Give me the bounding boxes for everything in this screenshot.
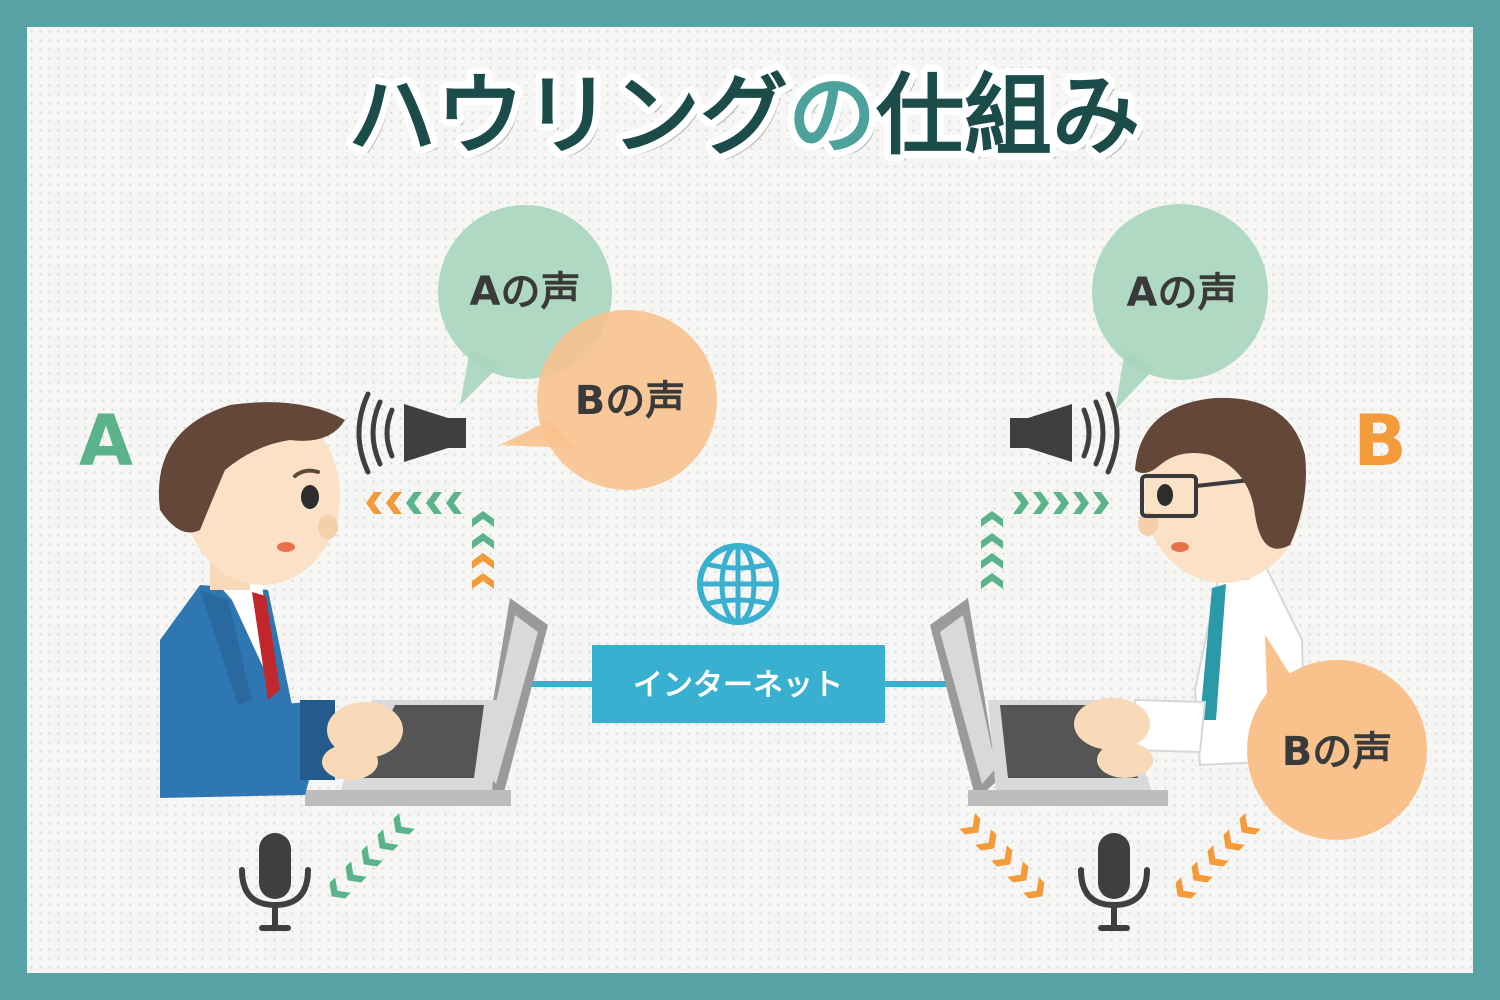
arrow-chevron-bottom-right-b [1175, 877, 1197, 899]
arrow-chevron-right-row [1093, 492, 1109, 514]
svg-text:ハウリングの仕組み: ハウリングの仕組み [354, 70, 1146, 173]
arrow-chevron-bottom-right-b [1223, 829, 1245, 851]
svg-text:Aの声: Aの声 [1127, 270, 1238, 316]
arrow-chevron-bottom-left [393, 813, 415, 835]
arrow-chevron-left-row [426, 492, 442, 514]
arrow-chevron-left-column [472, 533, 494, 549]
svg-text:Bの声: Bの声 [1282, 729, 1393, 775]
arrow-chevron-right-column [981, 511, 1003, 527]
arrow-chevron-bottom-left [329, 877, 351, 899]
microphone-icon-left [239, 833, 311, 931]
diagram-canvas: ハウリングの仕組み ハウリングの仕組み ハウリングの仕組み A B Aの声 Bの… [27, 27, 1473, 973]
arrow-chevrons [329, 492, 1261, 899]
speech-bubble-b-voice-right: Bの声 [1247, 635, 1427, 840]
arrow-chevron-left-row [366, 492, 382, 514]
title-part-no: の [788, 64, 876, 167]
page-title: ハウリングの仕組み [348, 64, 1140, 167]
person-b-label: B [1353, 400, 1406, 482]
arrow-chevron-right-row [1013, 492, 1029, 514]
howling-diagram: ハウリングの仕組み ハウリングの仕組み ハウリングの仕組み A B Aの声 Bの… [79, 57, 1427, 931]
arrow-chevron-bottom-right-a [1023, 877, 1045, 899]
arrow-chevron-left-row [406, 492, 422, 514]
arrow-chevron-bottom-right-a [991, 845, 1013, 867]
arrow-chevron-bottom-right-b [1239, 813, 1261, 835]
arrow-chevron-right-row [1053, 492, 1069, 514]
person-b-figure [1074, 397, 1307, 778]
arrow-chevron-right-column [981, 553, 1003, 569]
arrow-chevron-bottom-right-b [1207, 845, 1229, 867]
speaker-icon-right [1010, 391, 1120, 475]
arrow-chevron-right-row [1033, 492, 1049, 514]
arrow-chevron-left-column [472, 573, 494, 589]
arrow-chevron-bottom-left [377, 829, 399, 851]
arrow-chevron-right-row [1073, 492, 1089, 514]
svg-text:Bの声: Bの声 [575, 378, 686, 424]
globe-icon [697, 543, 779, 625]
arrow-chevron-left-row [386, 492, 402, 514]
speech-bubble-a-voice-right: Aの声 [1092, 204, 1268, 410]
title: ハウリングの仕組み ハウリングの仕組み ハウリングの仕組み [341, 57, 1147, 174]
arrow-chevron-left-row [446, 492, 462, 514]
arrow-chevron-bottom-right-a [1007, 861, 1029, 883]
arrow-chevron-bottom-left [345, 861, 367, 883]
arrow-chevron-left-column [472, 553, 494, 569]
arrow-chevron-left-column [472, 511, 494, 527]
internet-box: インターネット [592, 645, 885, 723]
laptop-a [305, 598, 548, 806]
person-a-figure [158, 402, 403, 798]
microphone-icon-right [1078, 833, 1150, 931]
svg-text:ハウリングの仕組み: ハウリングの仕組み [348, 64, 1140, 167]
person-a-label: A [79, 400, 133, 482]
speech-bubble-b-voice-left: Bの声 [500, 310, 717, 490]
title-part-mechanism: 仕組み [876, 64, 1140, 167]
arrow-chevron-bottom-right-a [975, 829, 997, 851]
title-part-howling: ハウリング [348, 64, 788, 167]
internet-label: インターネット [633, 668, 843, 703]
arrow-chevron-bottom-left [361, 845, 383, 867]
arrow-chevron-right-column [981, 573, 1003, 589]
arrow-chevron-bottom-right-b [1191, 861, 1213, 883]
svg-text:Aの声: Aの声 [470, 269, 581, 315]
speaker-icon-left [356, 391, 466, 475]
arrow-chevron-bottom-right-a [959, 813, 981, 835]
arrow-chevron-right-column [981, 533, 1003, 549]
